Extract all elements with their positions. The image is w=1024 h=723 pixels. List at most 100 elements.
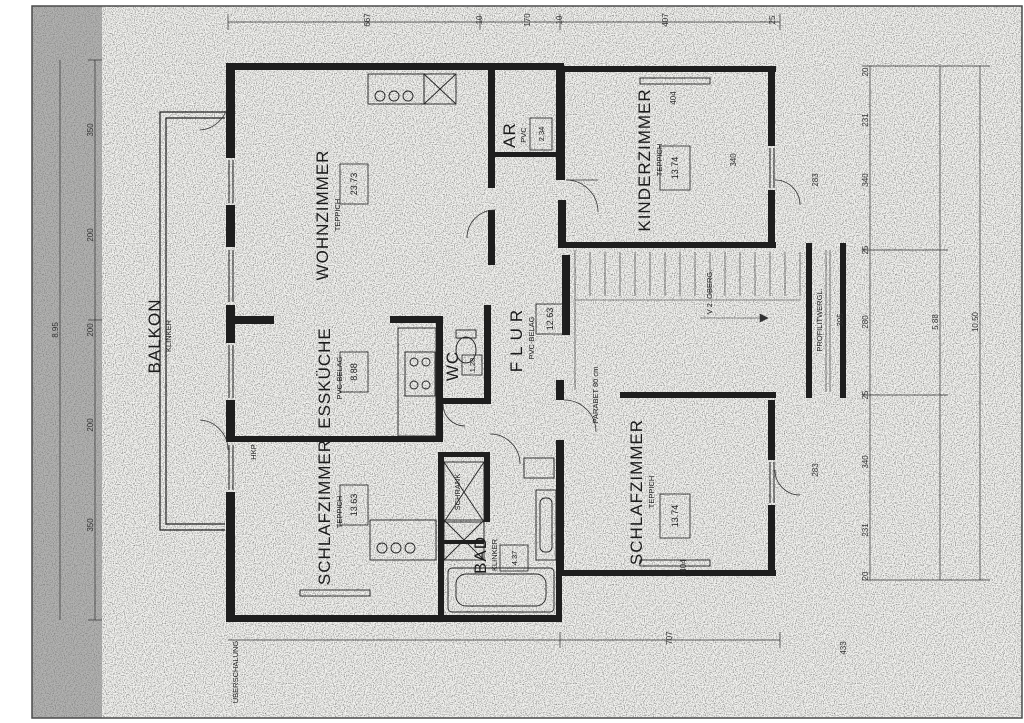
room-floor: TEPPICH bbox=[647, 476, 656, 509]
room-area: 12.63 bbox=[545, 308, 555, 331]
dim-right-4: 25 bbox=[861, 245, 870, 254]
room-area: 4.37 bbox=[510, 551, 519, 566]
dim-right-7: 340 bbox=[861, 455, 870, 469]
windows bbox=[228, 148, 775, 503]
svg-text:SCHRANK: SCHRANK bbox=[453, 474, 462, 511]
dim-left-2: 200 bbox=[86, 228, 95, 242]
dim-top-5: 407 bbox=[661, 13, 670, 27]
svg-text:PROFILITWERGL.: PROFILITWERGL. bbox=[815, 288, 824, 351]
room-balkon: BALKON KLINKER bbox=[145, 299, 173, 374]
area-flur: 12.63 bbox=[545, 308, 555, 331]
dim-top-6: 25 bbox=[768, 15, 777, 24]
dim-left-5: 350 bbox=[86, 518, 95, 532]
room-floor: KLINKER bbox=[490, 538, 499, 571]
area-kinderzimmer: 13.74 bbox=[670, 157, 680, 180]
walls bbox=[226, 63, 846, 622]
dim-left-total: 8.95 bbox=[51, 322, 60, 338]
room-name: ESSKÜCHE bbox=[315, 327, 334, 429]
area-wohnzimmer: 23.73 bbox=[349, 173, 359, 196]
area-schlafzimmer-right: 13.74 bbox=[670, 505, 680, 528]
room-kinderzimmer: KINDERZIMMER TEPPICH bbox=[635, 88, 664, 231]
dim-left-3: 200 bbox=[86, 323, 95, 337]
dim-right-9: 20 bbox=[861, 571, 870, 580]
room-bad: BAD KLINKER bbox=[471, 536, 499, 574]
room-esskueche: ESSKÜCHE PVC-BELAG bbox=[315, 327, 344, 429]
dim-top: 667 10 170 10 407 25 bbox=[363, 13, 777, 27]
room-schlafzimmer-right: SCHLAFZIMMER TEPPICH bbox=[627, 419, 656, 565]
room-area: 2.34 bbox=[537, 127, 546, 142]
svg-text:V 2. OBERG.: V 2. OBERG. bbox=[705, 270, 714, 315]
fixtures bbox=[299, 73, 711, 613]
room-floor: TEPPICH bbox=[335, 496, 344, 529]
door-swings bbox=[199, 99, 801, 496]
dim-right-wall-1: 283 bbox=[811, 173, 820, 187]
dim-right-8: 231 bbox=[861, 523, 870, 537]
dim-left-1: 350 bbox=[86, 123, 95, 137]
room-floor: PVC bbox=[519, 127, 528, 143]
dim-top-3: 170 bbox=[523, 13, 532, 27]
dim-top-1: 667 bbox=[363, 13, 372, 27]
scan-grain bbox=[32, 6, 1022, 718]
dim-top-2: 10 bbox=[475, 15, 484, 24]
area-schlafzimmer-left: 13.63 bbox=[349, 494, 359, 517]
dim-right-total-2: 10.50 bbox=[971, 311, 980, 332]
room-area: 13.74 bbox=[670, 505, 680, 528]
room-area: 13.74 bbox=[670, 157, 680, 180]
room-name: SCHLAFZIMMER bbox=[315, 439, 334, 585]
room-name: FLUR bbox=[507, 304, 526, 372]
area-wc: 1.28 bbox=[468, 358, 477, 373]
room-area: 8.88 bbox=[349, 363, 359, 381]
parabet-label: PARABET 80 cm bbox=[591, 367, 600, 424]
room-name: WOHNZIMMER bbox=[313, 150, 332, 281]
dim-bottom-1: 707 bbox=[665, 631, 674, 645]
room-schlafzimmer-left: SCHLAFZIMMER TEPPICH bbox=[315, 439, 344, 585]
area-ar: 2.34 bbox=[537, 127, 546, 142]
room-floor: PVC-BELAG bbox=[527, 316, 536, 359]
scan-border bbox=[31, 5, 1023, 719]
svg-text:ÜBERSCHALUNG: ÜBERSCHALUNG bbox=[231, 641, 240, 704]
schrank-label: SCHRANK bbox=[453, 474, 462, 511]
scan-dark-margin bbox=[32, 6, 102, 718]
room-name: KINDERZIMMER bbox=[635, 88, 654, 231]
room-area: 1.28 bbox=[468, 358, 477, 373]
balcony bbox=[159, 111, 225, 531]
room-name: BALKON bbox=[145, 299, 164, 374]
room-floor: TEPPICH bbox=[655, 144, 664, 177]
room-wc: WC bbox=[443, 351, 462, 381]
dimension-lines bbox=[59, 14, 990, 648]
room-floor: KLINKER bbox=[164, 319, 173, 352]
room-floor: PVC-BELAG bbox=[335, 356, 344, 399]
dim-right-5: 280 bbox=[861, 315, 870, 329]
dim-top-4: 10 bbox=[555, 15, 564, 24]
dim-right-3: 340 bbox=[861, 173, 870, 187]
dim-right-6: 25 bbox=[861, 390, 870, 399]
room-area: 13.63 bbox=[349, 494, 359, 517]
area-bad: 4.37 bbox=[510, 551, 519, 566]
room-wohnzimmer: WOHNZIMMER TEPPICH bbox=[313, 150, 342, 281]
dim-right-wall-2: 283 bbox=[811, 463, 820, 477]
room-name: AR bbox=[500, 122, 519, 148]
dim-right-1: 20 bbox=[861, 67, 870, 76]
dim-kinder-width: 404 bbox=[669, 91, 678, 105]
room-name: WC bbox=[443, 351, 462, 381]
area-boxes bbox=[339, 117, 691, 572]
profilit-label: PROFILITWERGL. bbox=[815, 288, 824, 351]
staircase bbox=[574, 250, 831, 392]
dim-left-4: 200 bbox=[86, 418, 95, 432]
dim-right-total-1: 5.88 bbox=[931, 314, 940, 330]
hkp-label: HKP bbox=[249, 444, 258, 459]
dim-right-2: 231 bbox=[861, 113, 870, 127]
room-name: SCHLAFZIMMER bbox=[627, 419, 646, 565]
dim-right: 20 231 340 25 280 25 340 231 20 5.88 10.… bbox=[861, 67, 980, 580]
ueberschalung-label: ÜBERSCHALUNG bbox=[231, 641, 240, 704]
room-flur: FLUR PVC-BELAG bbox=[507, 304, 536, 372]
dim-interior: 404 404 340 305 283 283 bbox=[669, 91, 845, 573]
dim-kinder-depth: 340 bbox=[729, 153, 738, 167]
svg-text:HKP: HKP bbox=[249, 444, 258, 459]
room-name: BAD bbox=[471, 536, 490, 574]
room-floor: TEPPICH bbox=[333, 199, 342, 232]
dim-bottom-2: 433 bbox=[839, 641, 848, 655]
stair-label: V 2. OBERG. bbox=[705, 270, 714, 315]
dim-stair-depth: 305 bbox=[836, 313, 845, 327]
